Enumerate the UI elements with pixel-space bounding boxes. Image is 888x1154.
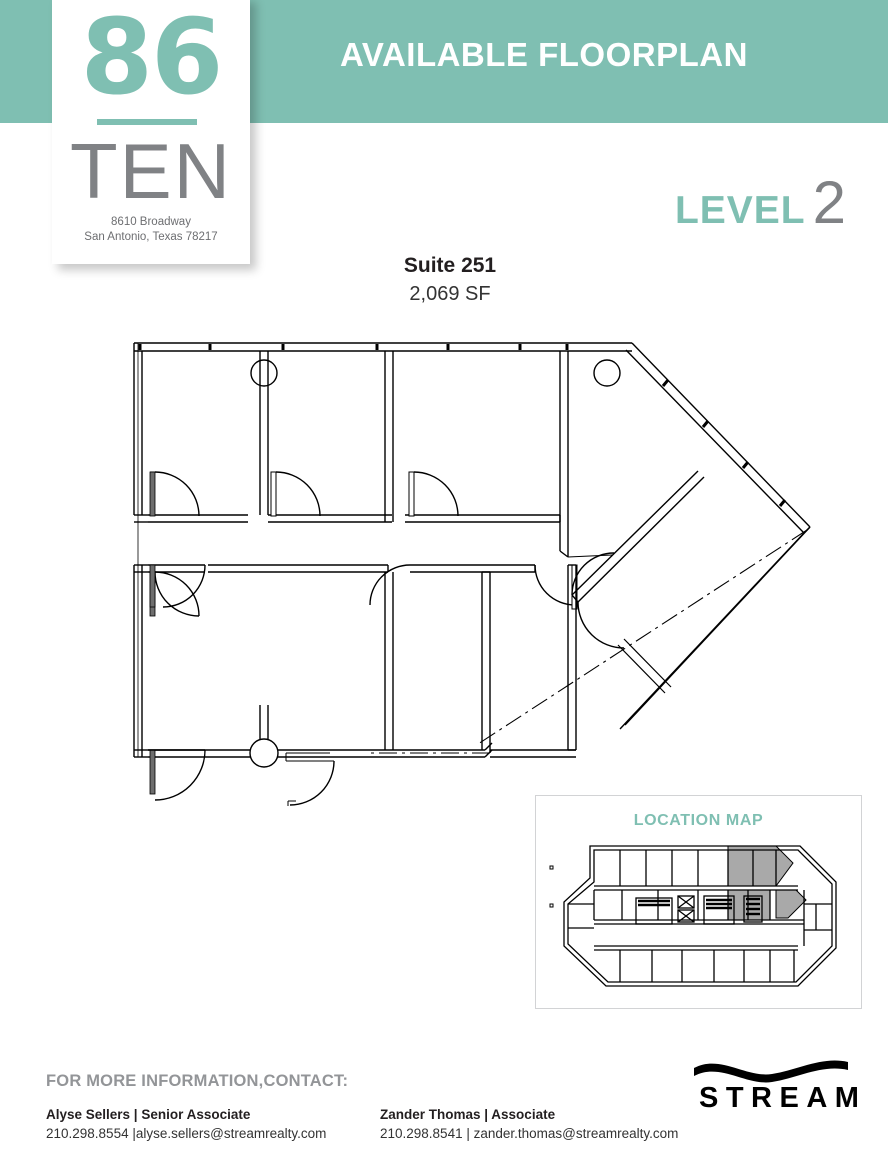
logo-number: 86 (80, 0, 224, 118)
wave-icon (694, 1060, 848, 1083)
contact-detail[interactable]: 210.298.8541 | zander.thomas@streamrealt… (380, 1126, 679, 1141)
contact-block-2: Zander Thomas | Associate 210.298.8541 |… (380, 1105, 678, 1144)
building-address: 8610 Broadway San Antonio, Texas 78217 (52, 215, 250, 245)
footer-heading: FOR MORE INFORMATION,CONTACT: (46, 1072, 349, 1090)
location-map-panel: LOCATION MAP (535, 795, 862, 1009)
suite-name: Suite 251 (403, 254, 497, 277)
contact-name: Alyse Sellers | Senior Associate (46, 1107, 251, 1122)
highlight-region (727, 845, 807, 921)
stream-wordmark: STREAM (699, 1082, 867, 1114)
page-title: AVAILABLE FLOORPLAN (340, 36, 748, 73)
stream-logo: STREAM (692, 1058, 867, 1120)
contact-block-1: Alyse Sellers | Senior Associate 210.298… (46, 1105, 326, 1144)
contact-detail[interactable]: 210.298.8554 |alyse.sellers@streamrealty… (46, 1126, 327, 1141)
building-logo-card: 86 TEN 8610 Broadway San Antonio, Texas … (52, 0, 250, 264)
level-label: LEVEL (674, 189, 806, 232)
address-line-1: 8610 Broadway (111, 216, 191, 228)
location-map-title: LOCATION MAP (633, 812, 764, 829)
location-map-plan (548, 838, 848, 998)
logo-word: TEN (70, 127, 232, 215)
level-number: 2 (812, 169, 846, 236)
contact-name: Zander Thomas | Associate (380, 1107, 556, 1122)
suite-area: 2,069 SF (409, 283, 491, 305)
address-line-2: San Antonio, Texas 78217 (84, 231, 218, 243)
location-map-svg (549, 845, 837, 987)
suite-info: Suite 251 2,069 SF (330, 252, 570, 308)
floorplan-svg (133, 342, 811, 806)
floorplan-drawing (120, 325, 840, 825)
logo-divider-rule (97, 119, 197, 125)
